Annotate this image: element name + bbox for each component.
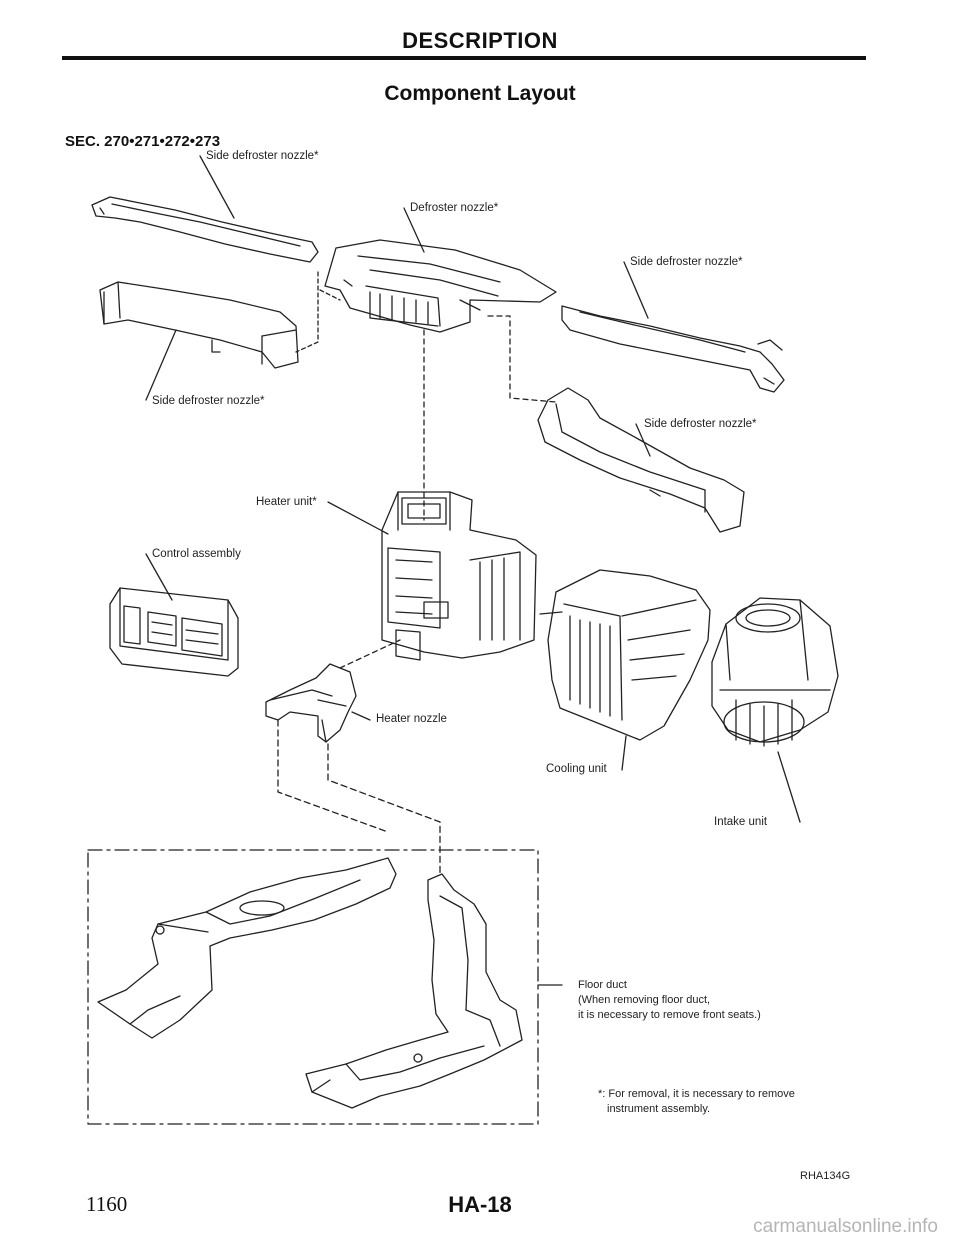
watermark: carmanualsonline.info: [753, 1216, 938, 1237]
heater-nozzle: [265, 663, 357, 743]
floor-duct-note: Floor duct (When removing floor duct, it…: [578, 978, 761, 1023]
section-reference: SEC. 270•271•272•273: [65, 133, 221, 150]
floor-duct-note-line-3: it is necessary to remove front seats.): [578, 1009, 761, 1021]
control-assembly: [109, 587, 239, 677]
label-defroster-nozzle: Defroster nozzle*: [410, 202, 499, 214]
side-defroster-duct-top-left: [91, 196, 319, 263]
floor-duct-left: [97, 857, 397, 1039]
page-number-left: 1160: [86, 1192, 128, 1216]
label-side-defroster-nozzle-left: Side defroster nozzle*: [152, 395, 265, 407]
label-heater-nozzle: Heater nozzle: [376, 713, 447, 725]
label-cooling-unit: Cooling unit: [546, 763, 607, 775]
cooling-unit: [539, 569, 711, 741]
defroster-nozzle-center: [324, 239, 557, 333]
side-defroster-nozzle-right-lower: [537, 387, 745, 533]
label-control-assembly: Control assembly: [152, 548, 241, 560]
floor-duct-note-line-1: Floor duct: [578, 979, 627, 991]
page-id: HA-18: [448, 1192, 512, 1217]
label-heater-unit: Heater unit*: [256, 496, 317, 508]
label-intake-unit: Intake unit: [714, 816, 768, 828]
floor-duct-note-line-2: (When removing floor duct,: [578, 994, 711, 1006]
footnote-line-2: instrument assembly.: [607, 1103, 711, 1115]
side-defroster-duct-right: [561, 305, 785, 393]
label-side-defroster-nozzle-right-lower: Side defroster nozzle*: [644, 418, 757, 430]
floor-duct-right: [305, 873, 523, 1109]
figure-code: RHA134G: [800, 1170, 851, 1182]
footnote-line-1: *: For removal, it is necessary to remov…: [598, 1088, 795, 1100]
header-rule: [62, 56, 866, 60]
page-subtitle: Component Layout: [384, 82, 576, 105]
label-side-defroster-nozzle-top: Side defroster nozzle*: [206, 150, 319, 162]
intake-unit: [711, 597, 839, 747]
removal-footnote: *: For removal, it is necessary to remov…: [598, 1087, 795, 1117]
heater-unit: [381, 491, 537, 661]
side-defroster-nozzle-left: [99, 281, 299, 369]
label-side-defroster-nozzle-right: Side defroster nozzle*: [630, 256, 743, 268]
page-header: DESCRIPTION: [402, 28, 558, 53]
